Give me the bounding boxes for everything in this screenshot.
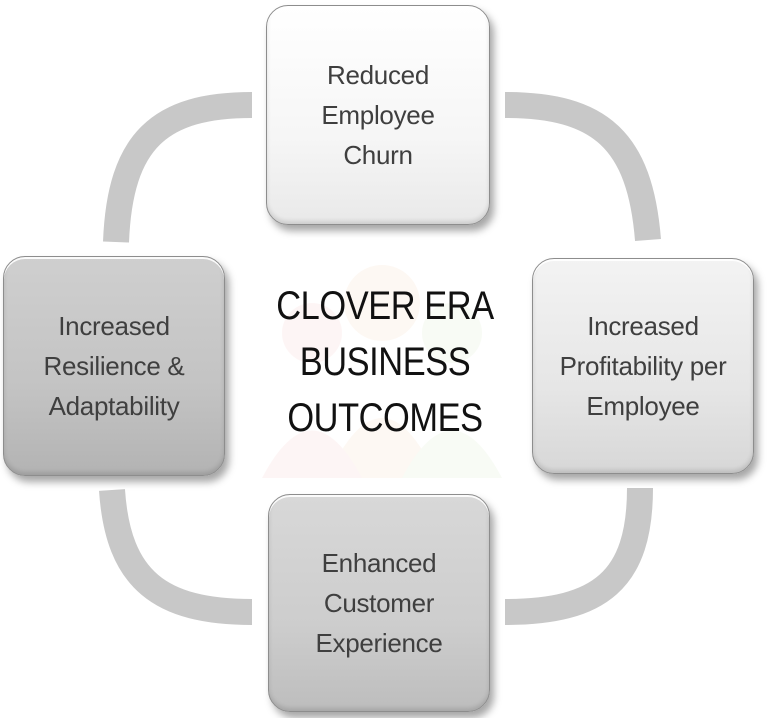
ring-arc-right-bottom (504, 487, 653, 625)
outcome-box-profitability: Increased Profitability per Employee (532, 258, 754, 474)
people-watermark-icon (262, 265, 502, 478)
diagram-title: CLOVER ERA BUSINESS OUTCOMES (276, 284, 494, 440)
outcome-box-customer-experience: Enhanced Customer Experience (268, 494, 490, 712)
outcome-box-resilience: Increased Resilience & Adaptability (3, 256, 225, 476)
ring-arc-bottom-left (99, 489, 253, 625)
ring-arc-left-top (103, 92, 253, 243)
outcome-box-reduced-churn: Reduced Employee Churn (266, 5, 490, 225)
ring-arc-top-right (504, 92, 661, 242)
